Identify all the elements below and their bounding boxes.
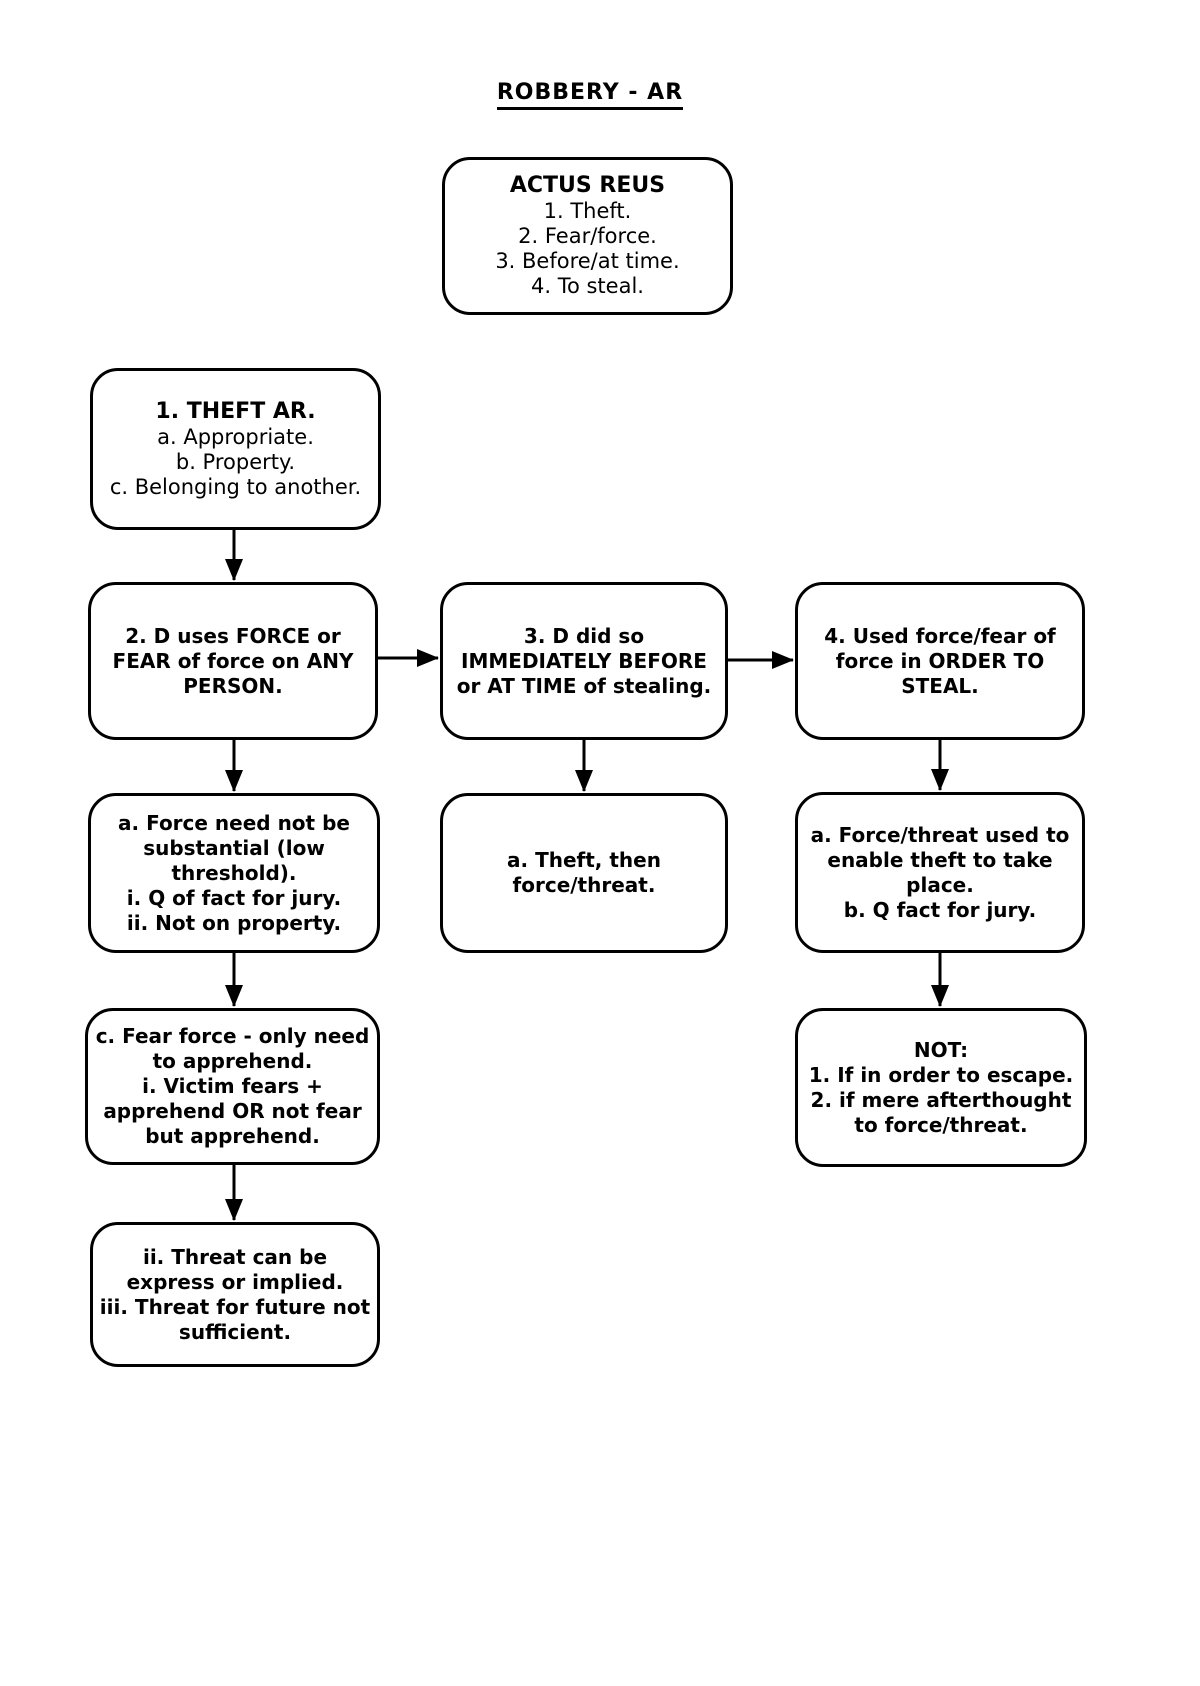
box-body: 1. Theft. 2. Fear/force. 3. Before/at ti… [495, 199, 680, 298]
box-theft-then-force: a. Theft, then force/threat. [440, 793, 728, 953]
box-text: 4. Used force/fear of force in ORDER TO … [824, 623, 1056, 698]
box-immediately-before: 3. D did so IMMEDIATELY BEFORE or AT TIM… [440, 582, 728, 740]
box-body: a. Appropriate. b. Property. c. Belongin… [109, 424, 362, 499]
diagram-title-text: ROBBERY - AR [496, 80, 684, 110]
box-text: ii. Threat can be express or implied. ii… [99, 1244, 371, 1344]
box-heading: 1. THEFT AR. [155, 398, 316, 424]
box-text: c. Fear force - only need to apprehend. … [95, 1024, 370, 1148]
box-fear-apprehend: c. Fear force - only need to apprehend. … [85, 1008, 380, 1165]
box-text: a. Force/threat used to enable theft to … [810, 822, 1070, 922]
box-actus-reus: ACTUS REUS 1. Theft. 2. Fear/force. 3. B… [442, 157, 733, 315]
box-threat-express: ii. Threat can be express or implied. ii… [90, 1222, 380, 1367]
diagram-title: ROBBERY - AR [380, 80, 800, 110]
box-force-or-fear: 2. D uses FORCE or FEAR of force on ANY … [88, 582, 378, 740]
box-enable-theft: a. Force/threat used to enable theft to … [795, 792, 1085, 953]
box-order-to-steal: 4. Used force/fear of force in ORDER TO … [795, 582, 1085, 740]
box-force-threshold: a. Force need not be substantial (low th… [88, 793, 380, 953]
box-text: NOT: 1. If in order to escape. 2. if mer… [808, 1037, 1074, 1137]
box-text: a. Theft, then force/threat. [507, 848, 661, 897]
box-not-conditions: NOT: 1. If in order to escape. 2. if mer… [795, 1008, 1087, 1167]
box-text: 3. D did so IMMEDIATELY BEFORE or AT TIM… [456, 623, 712, 698]
box-theft-ar: 1. THEFT AR. a. Appropriate. b. Property… [90, 368, 381, 530]
box-text: 2. D uses FORCE or FEAR of force on ANY … [112, 623, 354, 698]
box-heading: ACTUS REUS [509, 173, 666, 198]
box-text: a. Force need not be substantial (low th… [118, 810, 350, 935]
